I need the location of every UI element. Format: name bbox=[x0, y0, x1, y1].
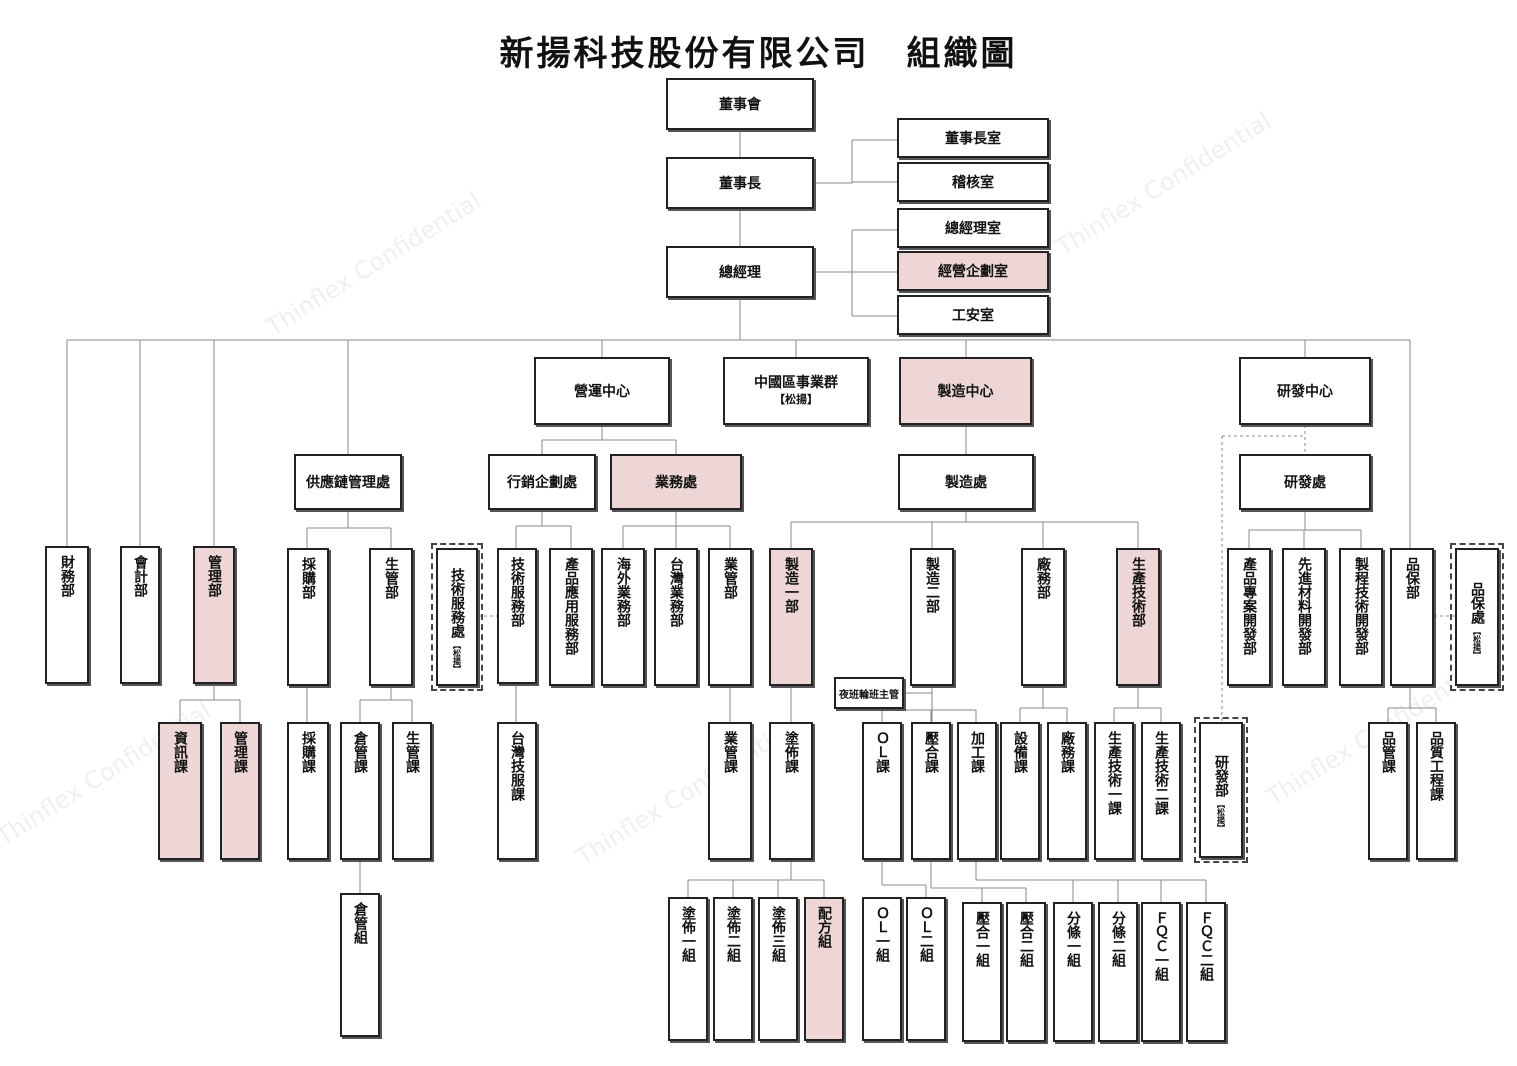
node-qc-sec: 品管課 bbox=[1368, 722, 1408, 860]
node-sales-admin-sec: 業管課 bbox=[708, 722, 752, 860]
node-ol-sec: ＯＬ課 bbox=[862, 722, 902, 860]
node-process-dev: 製程技術開發部 bbox=[1339, 548, 1383, 686]
node-ol1: ＯＬ一組 bbox=[862, 897, 902, 1041]
chart-title: 新揚科技股份有限公司 組織圖 bbox=[499, 34, 1018, 74]
node-prodtech1: 生產技術一課 bbox=[1094, 722, 1134, 860]
node-lam2: 壓合二組 bbox=[1006, 902, 1046, 1042]
node-product-dev: 產品專案開發部 bbox=[1227, 548, 1271, 686]
node-slit1: 分條一組 bbox=[1053, 902, 1093, 1042]
node-prod-tech: 生產技術部 bbox=[1116, 548, 1160, 686]
node-pc-sec: 生管課 bbox=[392, 722, 432, 860]
node-it-sec: 資訊課 bbox=[158, 722, 202, 860]
node-sales: 業務處 bbox=[610, 454, 742, 510]
node-qa-div: 品保處【松揚】 bbox=[1450, 543, 1504, 691]
node-tech-service-div: 技術服務處【松揚】 bbox=[431, 543, 483, 691]
node-purchasing: 採購部 bbox=[287, 548, 329, 686]
node-app-service: 產品應用服務部 bbox=[549, 548, 593, 686]
node-safety-office: 工安室 bbox=[897, 295, 1049, 335]
node-adv-material: 先進材料開發部 bbox=[1282, 548, 1326, 686]
node-admin-sec: 管理課 bbox=[220, 722, 260, 860]
node-coat2: 塗佈二組 bbox=[713, 897, 753, 1041]
node-planning-office: 經營企劃室 bbox=[897, 251, 1049, 291]
node-finance: 財務部 bbox=[45, 546, 89, 684]
node-slit2: 分條二組 bbox=[1098, 902, 1138, 1042]
node-gm: 總經理 bbox=[666, 246, 814, 298]
node-rd-center: 研發中心 bbox=[1239, 357, 1371, 425]
node-facility: 廠務部 bbox=[1021, 548, 1065, 686]
node-marketing: 行銷企劃處 bbox=[488, 454, 596, 510]
node-coating-sec: 塗佈課 bbox=[769, 722, 813, 860]
node-chairman: 董事長 bbox=[666, 157, 814, 209]
node-facility-sec: 廠務課 bbox=[1047, 722, 1087, 860]
node-sales-admin: 業管部 bbox=[708, 548, 752, 686]
node-warehouse-grp: 倉管組 bbox=[340, 893, 380, 1037]
node-formula-grp: 配方組 bbox=[804, 897, 844, 1041]
node-purch-sec: 採購課 bbox=[287, 722, 329, 860]
node-fqc2: ＦＱＣ二組 bbox=[1186, 902, 1226, 1042]
node-supply-chain: 供應鏈管理處 bbox=[294, 454, 402, 510]
node-equip-sec: 設備課 bbox=[1000, 722, 1040, 860]
node-rd-dept: 研發部【松揚】 bbox=[1194, 717, 1248, 863]
node-admin: 管理部 bbox=[193, 546, 235, 684]
node-chairman-office: 董事長室 bbox=[897, 118, 1049, 158]
node-fqc1: ＦＱＣ一組 bbox=[1141, 902, 1181, 1042]
node-qe-sec: 品質工程課 bbox=[1416, 722, 1456, 860]
node-prodtech2: 生產技術二課 bbox=[1141, 722, 1181, 860]
node-rd-div: 研發處 bbox=[1239, 454, 1371, 510]
node-china-group: 中國區事業群【松揚】 bbox=[723, 357, 869, 425]
node-qa: 品保部 bbox=[1390, 548, 1434, 686]
node-accounting: 會計部 bbox=[120, 546, 160, 684]
node-prod-control: 生管部 bbox=[369, 548, 413, 686]
node-mfg-center: 製造中心 bbox=[899, 357, 1032, 425]
node-coat1: 塗佈一組 bbox=[668, 897, 708, 1041]
node-mfg1: 製造一部 bbox=[769, 548, 813, 686]
node-mfg2: 製造二部 bbox=[910, 548, 954, 686]
node-board: 董事會 bbox=[666, 78, 814, 130]
node-mfg-div: 製造處 bbox=[898, 454, 1034, 510]
node-ol2: ＯＬ二組 bbox=[906, 897, 946, 1041]
node-lam-sec: 壓合課 bbox=[911, 722, 951, 860]
node-proc-sec: 加工課 bbox=[957, 722, 997, 860]
node-tech-service: 技術服務部 bbox=[497, 548, 537, 684]
node-taiwan-sales: 台灣業務部 bbox=[654, 548, 698, 686]
node-coat3: 塗佈三組 bbox=[758, 897, 798, 1041]
node-overseas-sales: 海外業務部 bbox=[601, 548, 645, 686]
node-ops-center: 營運中心 bbox=[534, 357, 670, 425]
node-audit-office: 稽核室 bbox=[897, 162, 1049, 202]
node-gm-office: 總經理室 bbox=[897, 208, 1049, 248]
node-night-supervisor: 夜班輪班主管 bbox=[834, 677, 904, 709]
node-warehouse-sec: 倉管課 bbox=[340, 722, 380, 860]
node-lam1: 壓合一組 bbox=[962, 902, 1002, 1042]
node-tw-tech-sec: 台灣技服課 bbox=[497, 722, 537, 860]
